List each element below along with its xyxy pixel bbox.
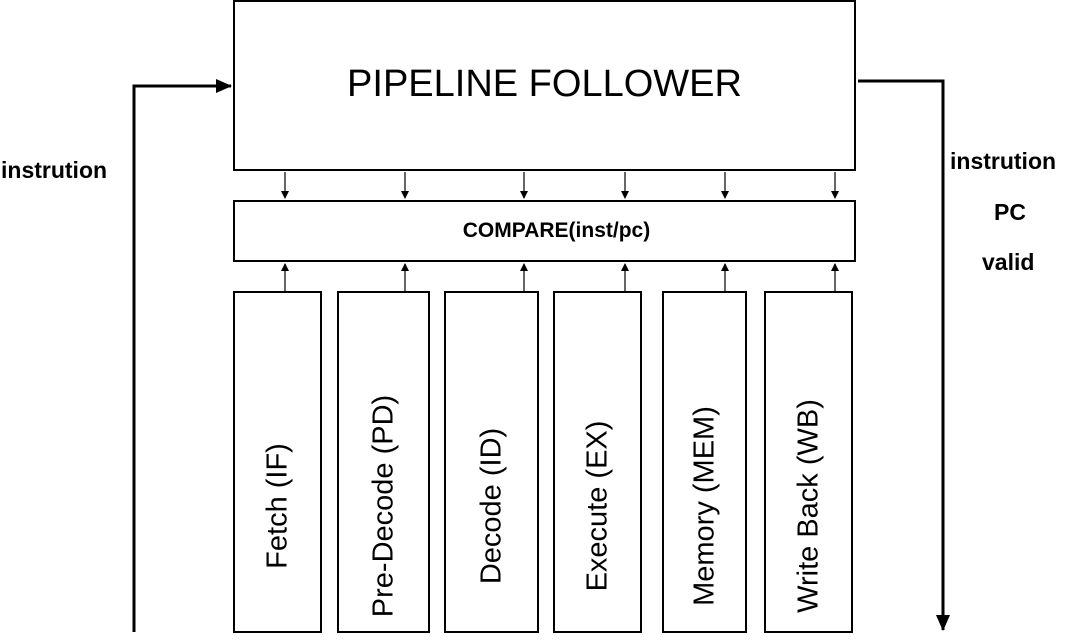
- stage-memory-box: Memory (MEM): [662, 291, 747, 633]
- compare-box: COMPARE(inst/pc): [233, 200, 856, 262]
- stage-write-back-box: Write Back (WB): [764, 291, 853, 633]
- output-label-valid: valid: [982, 249, 1035, 275]
- stage-fetch-box: Fetch (IF): [233, 291, 322, 633]
- stage-decode-label: Decode (ID): [475, 427, 507, 585]
- output-label-instruction: instrution: [950, 148, 1057, 174]
- follower-to-compare-arrows: [281, 172, 839, 199]
- pipeline-follower-box: PIPELINE FOLLOWER: [233, 0, 856, 171]
- stage-execute-box: Execute (EX): [553, 291, 642, 633]
- output-label-pc: PC: [994, 199, 1026, 225]
- input-label: instrution: [1, 157, 108, 183]
- stage-execute-label: Execute (EX): [581, 420, 613, 592]
- stage-memory-label: Memory (MEM): [688, 406, 720, 606]
- stage-decode-box: Decode (ID): [444, 291, 539, 633]
- compare-label: COMPARE(inst/pc): [462, 219, 651, 242]
- output-arrow: [858, 79, 950, 631]
- input-arrow: [132, 79, 232, 632]
- stage-write-back-label: Write Back (WB): [792, 399, 824, 613]
- stage-to-compare-arrows: [281, 263, 839, 291]
- stage-pre-decode-label: Pre-Decode (PD): [367, 394, 399, 618]
- pipeline-follower-label: PIPELINE FOLLOWER: [347, 63, 742, 105]
- stage-fetch-label: Fetch (IF): [261, 443, 293, 569]
- stage-pre-decode-box: Pre-Decode (PD): [337, 291, 430, 633]
